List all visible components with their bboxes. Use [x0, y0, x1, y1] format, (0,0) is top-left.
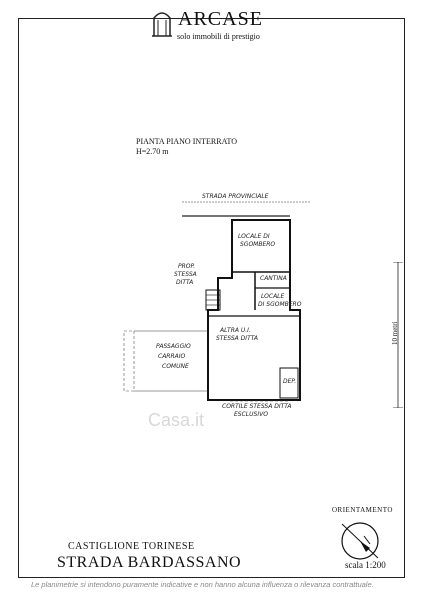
scale-bar-label: 10 metri — [391, 321, 399, 345]
label-sgombero-small: DI SGOMBERO — [258, 301, 302, 308]
label-dep: DEP. — [283, 378, 296, 385]
plan-title: PIANTA PIANO INTERRATO H=2.70 m — [136, 137, 237, 157]
street-label: STRADA BARDASSANO — [57, 554, 242, 571]
brand-tagline: solo immobili di prestigio — [177, 32, 260, 41]
orientation-label: ORIENTAMENTO — [332, 506, 393, 514]
label-locale-small: LOCALE — [261, 293, 285, 300]
label-passaggio: PASSAGGIO — [156, 343, 191, 350]
label-strada: STRADA PROVINCIALE — [202, 193, 269, 200]
label-cortile: CORTILE STESSA DITTA — [222, 403, 292, 410]
label-sgombero: SGOMBERO — [240, 241, 275, 248]
floor-plan-drawing: STRADA PROVINCIALE LOCALE DI SGOMBERO CA… — [123, 193, 310, 418]
disclaimer-text: Le planimetrie si intendono puramente in… — [31, 580, 374, 589]
compass-icon — [341, 522, 379, 560]
plan-height-label: H=2.70 m — [136, 147, 169, 156]
label-carraio: CARRAIO — [158, 353, 186, 360]
label-esclusivo: ESCLUSIVO — [234, 411, 268, 418]
label-cantina: CANTINA — [260, 275, 287, 282]
arcase-logo-icon — [152, 12, 172, 37]
plan-floor-label: PIANTA PIANO INTERRATO — [136, 137, 237, 146]
city-label: CASTIGLIONE TORINESE — [68, 541, 195, 552]
scale-text: scala 1:200 — [345, 560, 386, 570]
label-stessa: STESSA — [174, 271, 197, 278]
label-prop: PROP. — [178, 263, 195, 270]
scale-bar — [393, 262, 403, 408]
label-comune: COMUNE — [162, 363, 189, 370]
watermark: Casa.it — [148, 410, 205, 430]
page-frame — [18, 18, 405, 578]
brand-name: ARCASE — [178, 8, 263, 30]
label-altra: ALTRA U.I. — [219, 327, 251, 334]
label-ditta: DITTA — [176, 279, 193, 286]
label-locale: LOCALE DI — [238, 233, 270, 240]
label-altra-ditta: STESSA DITTA — [216, 335, 258, 342]
